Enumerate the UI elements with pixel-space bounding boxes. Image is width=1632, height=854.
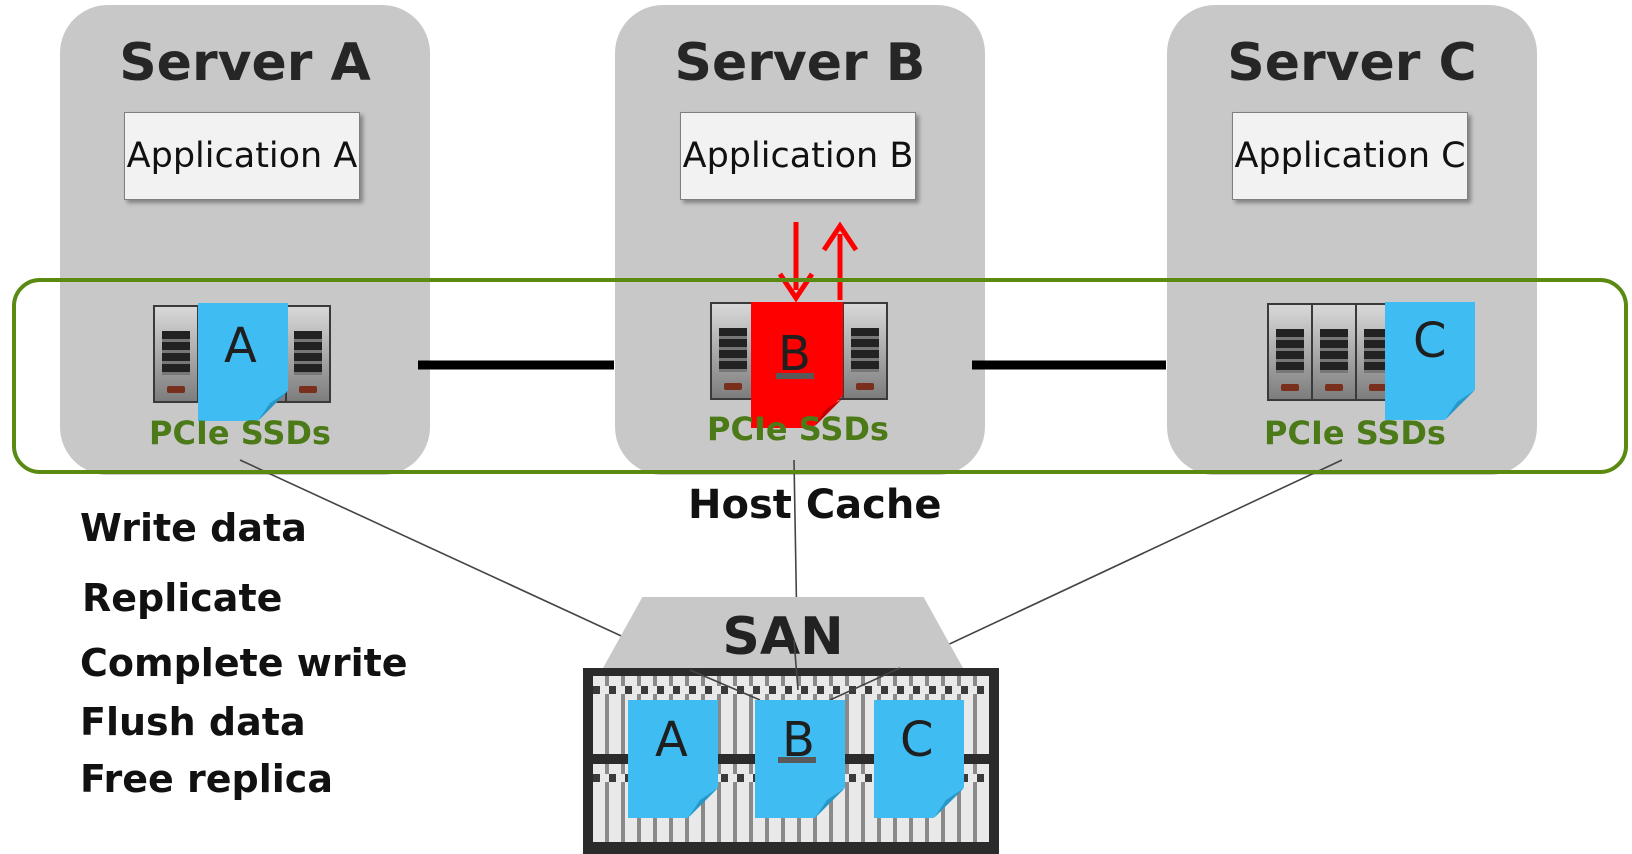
ssd-label-a: PCIe SSDs [149,414,331,452]
ssd-server-unit [1267,303,1313,401]
cache-block-b-label: B [778,326,811,382]
san-block-c-label: C [900,712,934,768]
cache-block-c-label: C [1413,313,1447,369]
server-title: Server B [674,33,926,93]
dirty-marker [776,373,814,379]
dirty-marker [778,757,816,763]
host-cache-label: Host Cache [688,482,942,528]
application-a-box: Application A [124,112,360,200]
server-title: Server A [119,33,371,93]
ssd-label-c: PCIe SSDs [1264,414,1446,452]
server-title: Server C [1227,33,1477,93]
ssd-server-unit [1311,303,1357,401]
step-free-replica: Free replica [80,757,333,801]
ssd-server-unit [153,305,199,403]
cache-block-a-label: A [224,318,257,374]
san-block-a-label: A [655,712,688,768]
san-label: SAN [722,607,844,667]
application-b-box: Application B [680,112,916,200]
ssd-server-unit [842,302,888,400]
application-c-box: Application C [1232,112,1468,200]
step-flush-data: Flush data [80,700,306,744]
san-header-shape [598,597,968,677]
step-write-data: Write data [80,506,307,550]
step-complete-write: Complete write [80,641,408,685]
cache-block-b [751,302,843,428]
host-cache-frame [12,278,1628,474]
ssd-server-unit [285,305,331,403]
step-replicate: Replicate [82,576,283,620]
ssd-label-b: PCIe SSDs [707,410,889,448]
